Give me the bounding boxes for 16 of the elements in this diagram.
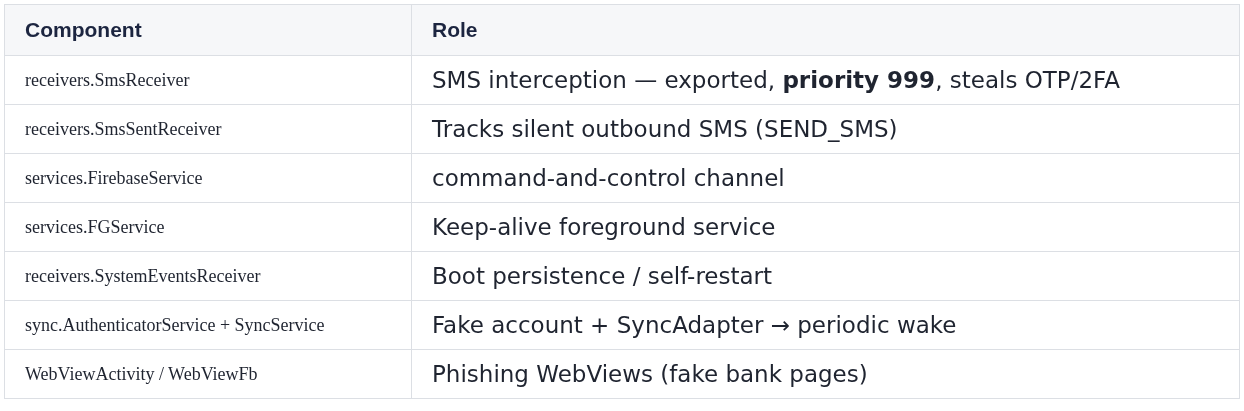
role-description: command-and-control channel [411,153,1240,203]
component-name: receivers.SmsReceiver [4,55,412,105]
role-description: SMS interception — exported, priority 999, steals OTP/2FA [411,55,1240,105]
role-description: Phishing WebViews (fake bank pages) [411,349,1240,399]
role-description: Boot persistence / self-restart [411,251,1240,301]
component-name: WebViewActivity / WebViewFb [4,349,412,399]
component-name: receivers.SmsSentReceiver [4,104,412,154]
role-description: Keep-alive foreground service [411,202,1240,252]
component-name: services.FirebaseService [4,153,412,203]
role-description: Tracks silent outbound SMS (SEND_SMS) [411,104,1240,154]
column-header: Role [411,4,1240,56]
role-description: Fake account + SyncAdapter → periodic wake [411,300,1240,350]
component-name: receivers.SystemEventsReceiver [4,251,412,301]
component-name: sync.AuthenticatorService + SyncService [4,300,412,350]
component-name: services.FGService [4,202,412,252]
column-header: Component [4,4,412,56]
